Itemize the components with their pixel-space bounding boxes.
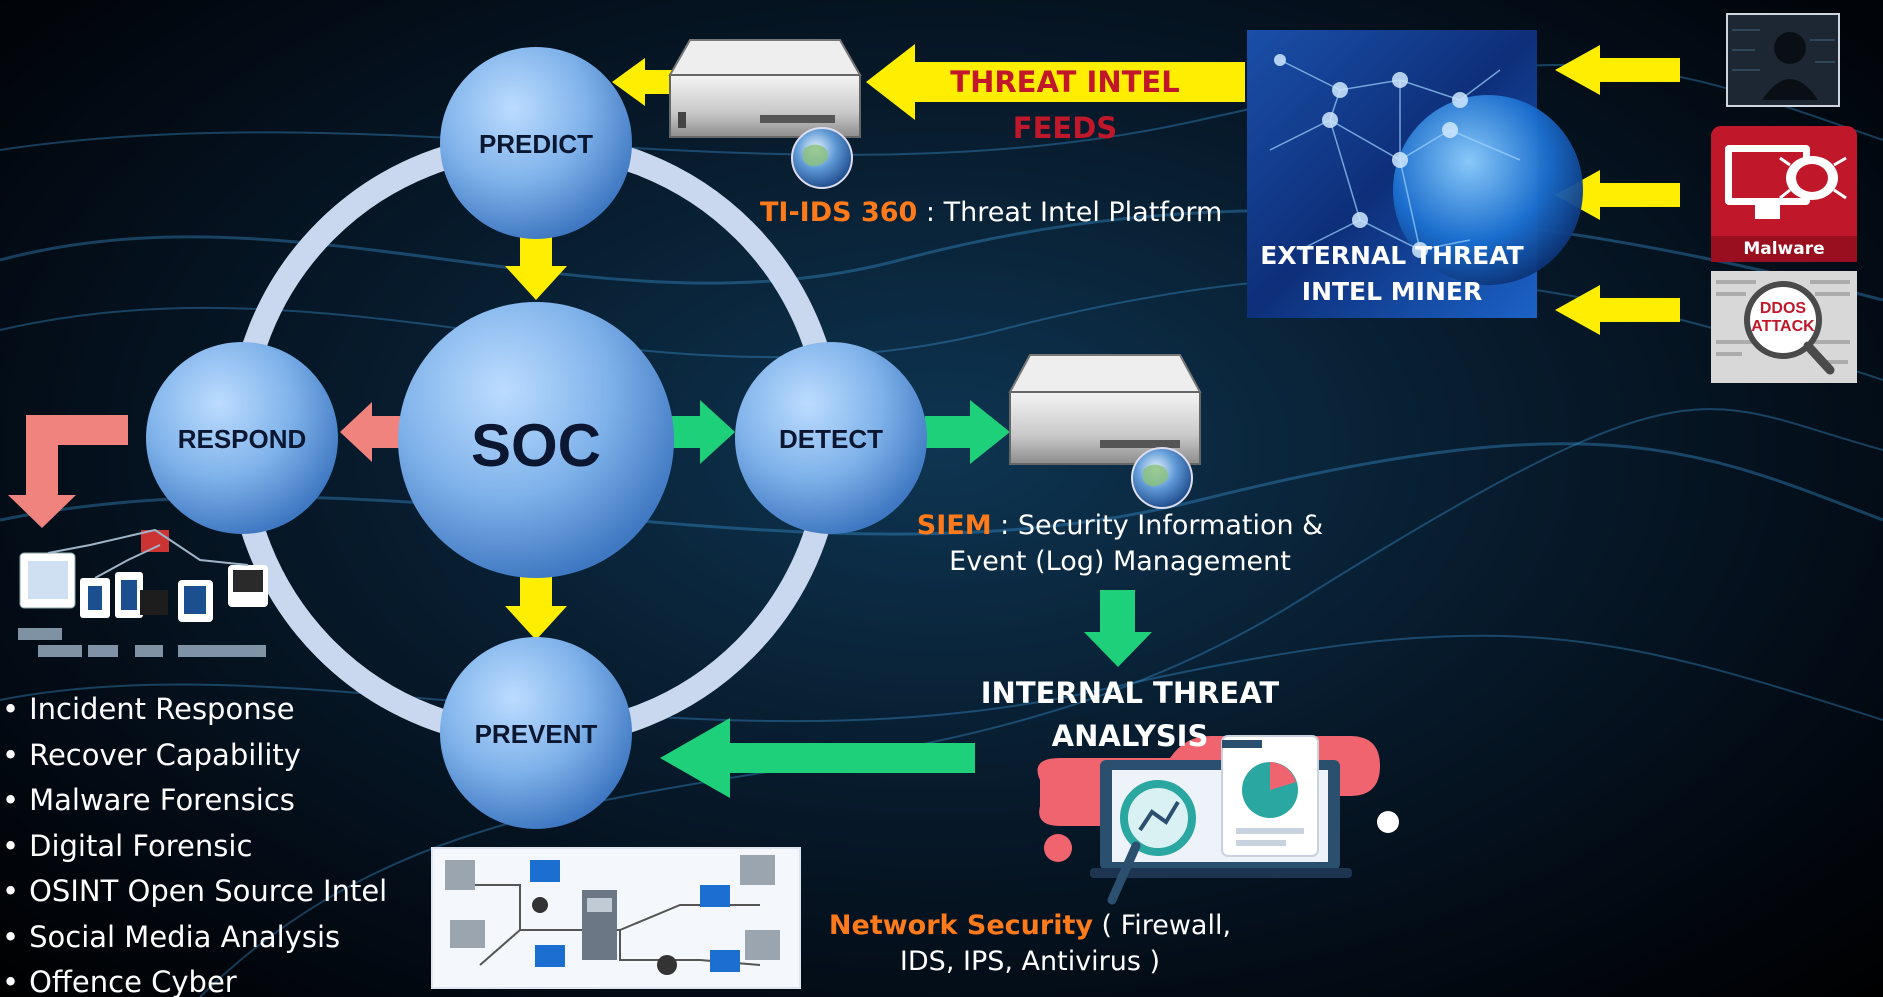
ddos-attack-icon: [1711, 271, 1857, 383]
arrow-predict-to-soc: [505, 236, 567, 300]
arrow-server-to-predict: [612, 58, 680, 106]
external-miner-panel: [1247, 30, 1583, 318]
network-security-caption: Network Security ( Firewall, IDS, IPS, A…: [820, 908, 1240, 980]
siem-caption: SIEM : Security Information & Event (Log…: [880, 508, 1360, 580]
ddos-label: DDOS ATTACK: [1747, 300, 1819, 336]
external-miner-label: EXTERNAL THREAT INTEL MINER: [1247, 238, 1537, 310]
analysis-illustration: [1037, 735, 1399, 905]
malware-label: Malware: [1711, 237, 1857, 261]
hacker-icon: [1726, 13, 1840, 107]
ddos-label-line1: DDOS: [1759, 300, 1807, 317]
list-item: Incident Response: [2, 687, 387, 733]
arrow-soc-to-prevent: [505, 575, 567, 640]
arrow-detect-to-siem: [925, 400, 1010, 464]
siem-description-line1: : Security Information &: [991, 510, 1324, 541]
ddos-label-line2: ATTACK: [1751, 318, 1815, 335]
network-security-name: Network Security: [828, 910, 1093, 941]
arrow-soc-to-respond: [340, 402, 400, 462]
predict-label: PREDICT: [479, 129, 593, 159]
arrow-feeds-to-server: [866, 44, 1245, 120]
arrow-source-3: [1555, 285, 1680, 335]
list-item: Recover Capability: [2, 733, 387, 779]
soc-center-label: SOC: [471, 412, 601, 479]
arrow-siem-to-internal: [1084, 590, 1152, 667]
arrow-internal-to-prevent: [660, 718, 975, 798]
respond-node: [146, 342, 338, 534]
ti-platform-description: : Threat Intel Platform: [917, 197, 1223, 228]
detect-node: [735, 342, 927, 534]
siem-name: SIEM: [916, 510, 992, 541]
arrow-source-2: [1555, 170, 1680, 220]
respond-label: RESPOND: [178, 424, 307, 454]
predict-node: [440, 47, 632, 239]
list-item: Digital Forensic: [2, 824, 387, 870]
arrow-respond-down-left: [8, 415, 128, 528]
network-security-description-line2: IDS, IPS, Antivirus ): [899, 946, 1161, 977]
list-item: Social Media Analysis: [2, 915, 387, 961]
internal-analysis-label: INTERNAL THREAT ANALYSIS: [920, 672, 1340, 758]
list-item: OSINT Open Source Intel: [2, 869, 387, 915]
incident-network-icon: [18, 528, 268, 657]
list-item: Offence Cyber: [2, 960, 387, 997]
malware-icon: [1711, 126, 1857, 262]
ti-platform-caption: TI-IDS 360 : Threat Intel Platform: [760, 195, 1240, 231]
siem-server-icon: [1008, 354, 1202, 509]
arrow-source-1: [1555, 45, 1680, 95]
prevent-node: [440, 637, 632, 829]
malware-label-text: Malware: [1743, 239, 1825, 259]
internal-analysis-line2: ANALYSIS: [1051, 719, 1209, 753]
list-item: Malware Forensics: [2, 778, 387, 824]
prevent-label: PREVENT: [475, 719, 598, 749]
network-security-description-line1: ( Firewall,: [1092, 910, 1232, 941]
respond-capabilities-list: Incident Response Recover Capability Mal…: [2, 687, 387, 997]
ti-platform-name: TI-IDS 360: [760, 197, 918, 228]
external-miner-line1: EXTERNAL THREAT: [1260, 241, 1524, 270]
detect-label: DETECT: [779, 424, 883, 454]
internal-analysis-line1: INTERNAL THREAT: [980, 676, 1280, 710]
network-map-image: [431, 847, 801, 989]
threat-intel-feeds-label: THREAT INTEL FEEDS: [895, 62, 1235, 145]
ti-server-icon: [668, 39, 862, 189]
arrow-soc-to-detect: [670, 400, 735, 464]
soc-node: [398, 302, 674, 578]
siem-description-line2: Event (Log) Management: [949, 546, 1291, 577]
threat-intel-feeds-text: THREAT INTEL FEEDS: [950, 65, 1180, 145]
external-miner-line2: INTEL MINER: [1301, 277, 1483, 306]
